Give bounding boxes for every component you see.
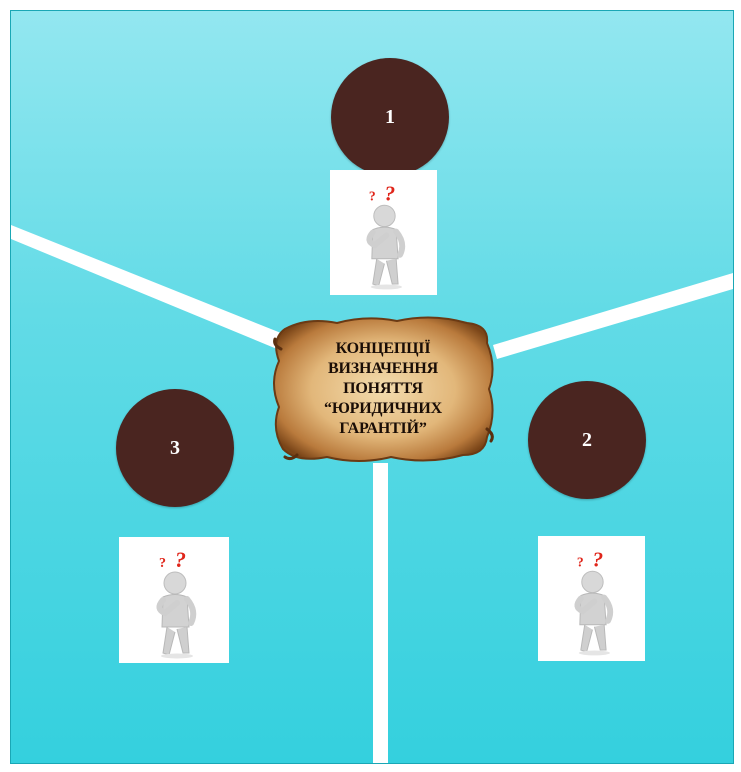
svg-text:?: ? — [369, 188, 376, 203]
svg-text:?: ? — [592, 547, 603, 571]
thinking-person-card-2: ? ? — [538, 536, 645, 661]
thinking-person-card-1: ? ? — [330, 170, 437, 295]
svg-text:?: ? — [577, 554, 584, 569]
thinking-person-card-3: ? ? — [119, 537, 229, 663]
connector-line-right — [493, 273, 733, 359]
node-circle-2: 2 — [528, 381, 646, 499]
center-title: КОНЦЕПЦІЇ ВИЗНАЧЕННЯ ПОНЯТТЯ “ЮРИДИЧНИХ … — [297, 337, 469, 441]
node-circle-3: 3 — [116, 389, 234, 507]
center-title-line-5: ГАРАНТІЙ” — [339, 419, 426, 439]
center-scroll: КОНЦЕПЦІЇ ВИЗНАЧЕННЯ ПОНЯТТЯ “ЮРИДИЧНИХ … — [267, 309, 499, 467]
thinking-person-with-question-marks-icon: ? ? — [330, 170, 437, 295]
center-title-line-2: ВИЗНАЧЕННЯ — [328, 359, 438, 379]
svg-text:?: ? — [159, 556, 166, 571]
node-number-2: 2 — [582, 429, 592, 452]
center-title-line-1: КОНЦЕПЦІЇ — [336, 339, 431, 359]
node-number-1: 1 — [385, 106, 395, 129]
node-number-3: 3 — [170, 437, 180, 460]
center-title-line-4: “ЮРИДИЧНИХ — [324, 399, 442, 419]
node-circle-1: 1 — [331, 58, 449, 176]
center-title-line-3: ПОНЯТТЯ — [343, 379, 423, 399]
svg-text:?: ? — [175, 547, 186, 572]
svg-text:?: ? — [384, 181, 395, 205]
connector-line-bottom — [373, 463, 388, 763]
thinking-person-with-question-marks-icon: ? ? — [119, 537, 229, 663]
diagram-canvas: 1 3 2 ? ? ? ? — [10, 10, 734, 764]
thinking-person-with-question-marks-icon: ? ? — [538, 536, 645, 661]
connector-line-left — [11, 225, 286, 349]
